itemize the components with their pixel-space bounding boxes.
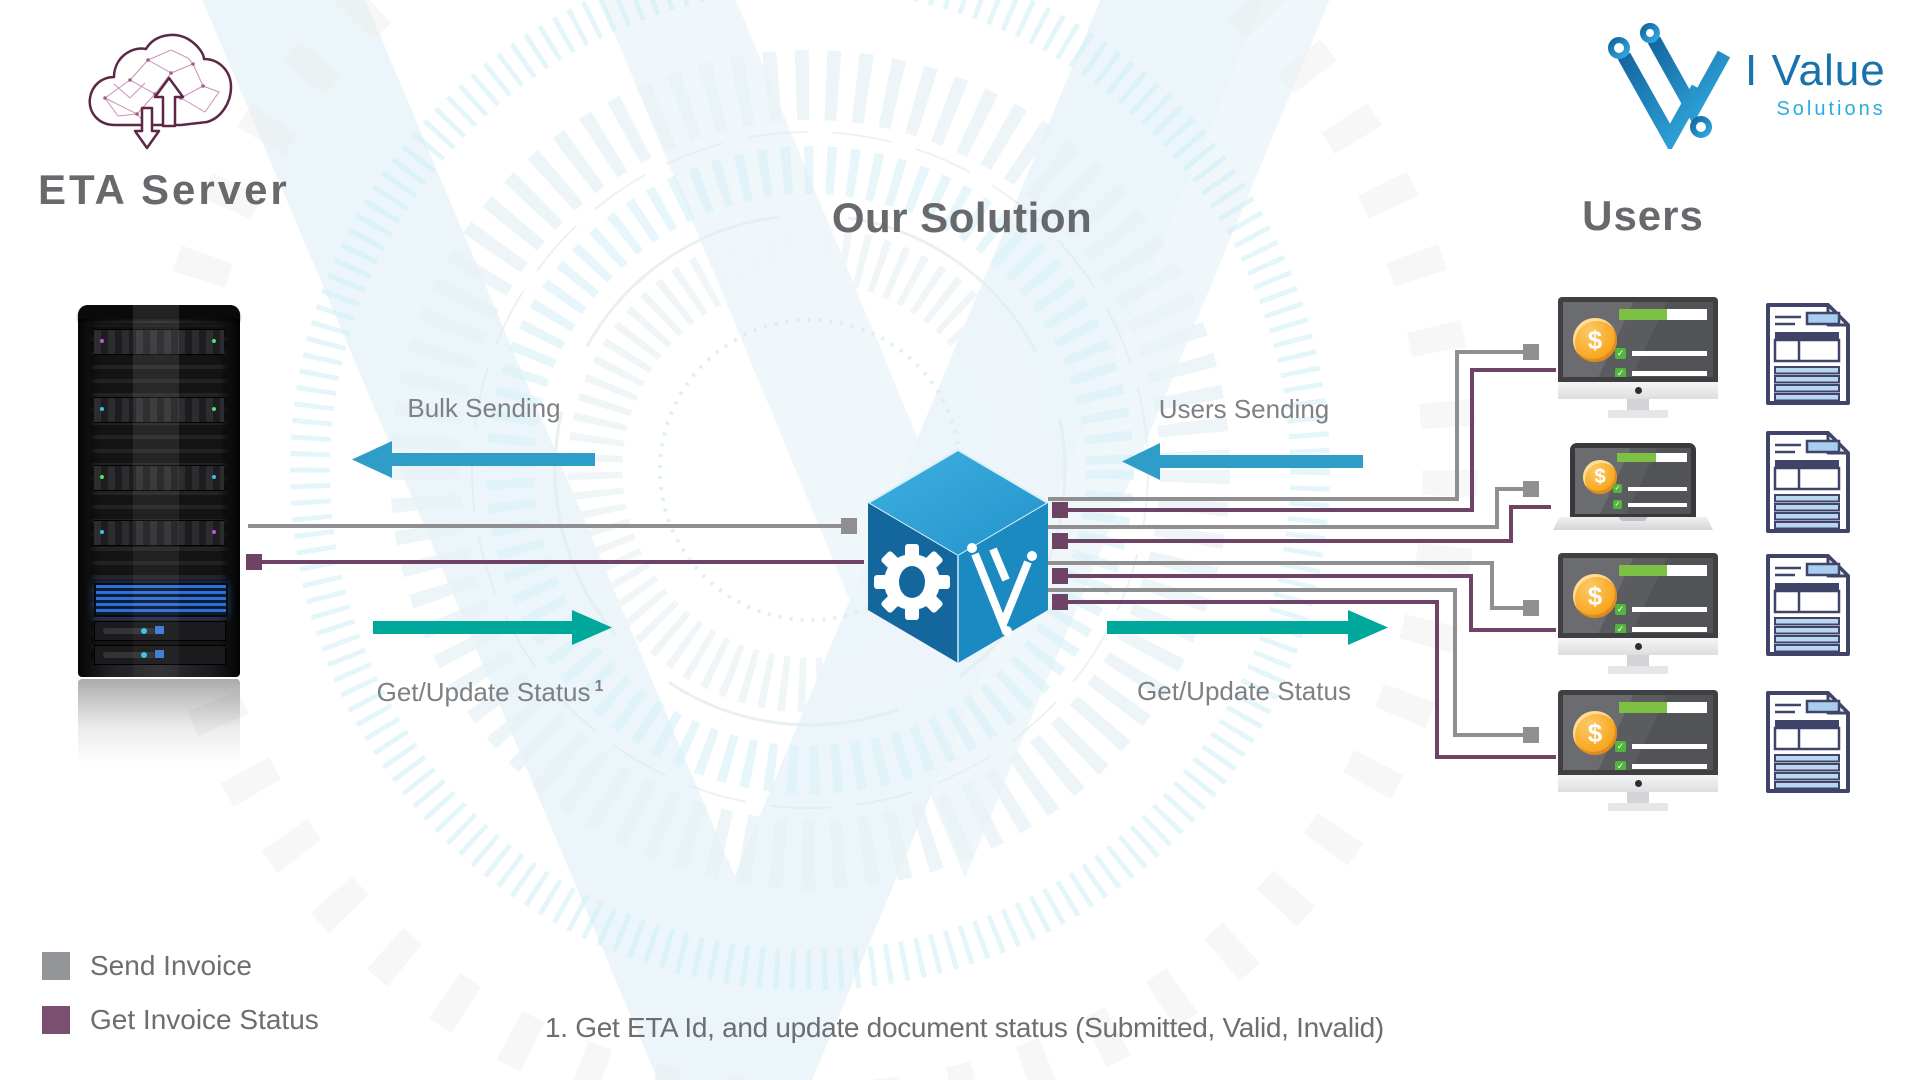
checked-line: ✓ bbox=[1615, 604, 1707, 615]
check-icon: ✓ bbox=[1615, 348, 1626, 359]
users-sending-arrow bbox=[1122, 443, 1363, 480]
monitor-frame: $ ✓ ✓ bbox=[1558, 553, 1718, 638]
user-device-2: $ ✓ ✓ bbox=[1553, 443, 1713, 565]
gear-icon bbox=[874, 544, 950, 620]
invoice-paper-icon bbox=[1766, 691, 1850, 793]
server-display-panel bbox=[94, 583, 228, 617]
checked-line: ✓ bbox=[1615, 761, 1707, 770]
ivalue-logo: I Value Solutions bbox=[1600, 14, 1900, 149]
monitor-frame: $ ✓ ✓ bbox=[1558, 690, 1718, 775]
logo-tagline: Solutions bbox=[1776, 98, 1886, 120]
monitor-frame: $ ✓ ✓ bbox=[1558, 297, 1718, 382]
invoice-document-4 bbox=[1765, 690, 1851, 794]
our-solution-title: Our Solution bbox=[831, 194, 1093, 241]
check-icon: ✓ bbox=[1615, 741, 1626, 752]
ivalue-logo-mark bbox=[1608, 23, 1731, 149]
check-icon: ✓ bbox=[1615, 624, 1626, 633]
watermark-radial-rings bbox=[142, 0, 1478, 1080]
solution-cube bbox=[866, 448, 1050, 663]
logo-name: I Value bbox=[1745, 46, 1886, 95]
bulk-sending-arrow bbox=[352, 441, 595, 478]
get-update-status-right-label: Get/Update Status bbox=[1137, 676, 1351, 706]
invoice-paper-icon bbox=[1766, 431, 1850, 533]
server-unit bbox=[94, 329, 224, 355]
desktop-monitor: $ ✓ ✓ bbox=[1558, 553, 1718, 675]
check-icon: ✓ bbox=[1615, 604, 1626, 615]
legend-item-get-invoice-status: Get Invoice Status bbox=[42, 1004, 319, 1036]
legend-label: Get Invoice Status bbox=[90, 1004, 319, 1035]
server-reflection bbox=[78, 679, 240, 775]
send-invoice-swatch bbox=[42, 952, 70, 980]
server-drive-bay bbox=[94, 621, 226, 641]
bulk-sending-label: Bulk Sending bbox=[407, 393, 561, 423]
watermark-v-shapes bbox=[202, 0, 1330, 1080]
server-unit bbox=[94, 397, 224, 423]
check-icon: ✓ bbox=[1615, 761, 1626, 770]
server-top-cap bbox=[78, 305, 240, 319]
monitor-screen: $ ✓ ✓ bbox=[1563, 695, 1713, 770]
checked-line: ✓ bbox=[1615, 368, 1707, 377]
server-unit bbox=[94, 465, 224, 491]
download-arrow-icon bbox=[133, 106, 161, 150]
footnote-ref: 1 bbox=[594, 678, 604, 696]
checked-line: ✓ bbox=[1615, 348, 1707, 359]
checked-line: ✓ bbox=[1613, 500, 1687, 509]
get-invoice-status-swatch bbox=[42, 1006, 70, 1034]
server-unit bbox=[94, 520, 224, 546]
desktop-monitor: $ ✓ ✓ bbox=[1558, 690, 1718, 812]
monitor-logo-dot bbox=[1635, 643, 1642, 650]
check-icon: ✓ bbox=[1613, 484, 1622, 493]
progress-bar bbox=[1617, 453, 1687, 462]
footnote: 1. Get ETA Id, and update document statu… bbox=[545, 1012, 1384, 1043]
users-sending-label: Users Sending bbox=[1158, 394, 1330, 424]
eta-server-title: ETA Server bbox=[38, 166, 290, 213]
progress-bar bbox=[1619, 565, 1707, 576]
users-title: Users bbox=[1582, 192, 1704, 239]
get-update-status-left-arrow bbox=[373, 610, 612, 645]
check-icon: ✓ bbox=[1615, 368, 1626, 377]
laptop: $ ✓ ✓ bbox=[1553, 443, 1713, 565]
legend-item-send-invoice: Send Invoice bbox=[42, 950, 252, 982]
user-device-1: $ ✓ ✓ bbox=[1558, 297, 1718, 419]
progress-bar bbox=[1619, 309, 1707, 320]
desktop-monitor: $ ✓ ✓ bbox=[1558, 297, 1718, 419]
ivalue-cube-logo-icon bbox=[967, 543, 1037, 636]
dollar-coin-icon: $ bbox=[1573, 318, 1617, 362]
user-device-4: $ ✓ ✓ bbox=[1558, 690, 1718, 812]
invoice-paper-icon bbox=[1766, 554, 1850, 656]
check-icon: ✓ bbox=[1613, 500, 1622, 509]
monitor-screen: $ ✓ ✓ bbox=[1563, 302, 1713, 377]
cloud-sync-icon bbox=[85, 28, 235, 150]
server-drive-bay bbox=[94, 645, 226, 665]
checked-line: ✓ bbox=[1615, 741, 1707, 752]
get-update-status-right-arrow bbox=[1107, 610, 1388, 645]
monitor-screen: $ ✓ ✓ bbox=[1563, 558, 1713, 633]
invoice-document-3 bbox=[1765, 553, 1851, 657]
dollar-coin-icon: $ bbox=[1583, 460, 1617, 494]
invoice-paper-icon bbox=[1766, 303, 1850, 405]
user-device-3: $ ✓ ✓ bbox=[1558, 553, 1718, 675]
legend-label: Send Invoice bbox=[90, 950, 252, 981]
invoice-document-1 bbox=[1765, 302, 1851, 406]
dollar-coin-icon: $ bbox=[1573, 574, 1617, 618]
monitor-logo-dot bbox=[1635, 387, 1642, 394]
eta-server-rack bbox=[78, 305, 240, 677]
dollar-coin-icon: $ bbox=[1573, 711, 1617, 755]
laptop-screen-frame: $ ✓ ✓ bbox=[1570, 443, 1696, 517]
checked-line: ✓ bbox=[1615, 624, 1707, 633]
get-status-nodes bbox=[246, 502, 1068, 610]
upload-arrow-icon bbox=[153, 76, 185, 128]
progress-bar bbox=[1619, 702, 1707, 713]
monitor-logo-dot bbox=[1635, 780, 1642, 787]
invoice-document-2 bbox=[1765, 430, 1851, 534]
laptop-screen: $ ✓ ✓ bbox=[1575, 448, 1691, 514]
checked-line: ✓ bbox=[1613, 484, 1687, 493]
